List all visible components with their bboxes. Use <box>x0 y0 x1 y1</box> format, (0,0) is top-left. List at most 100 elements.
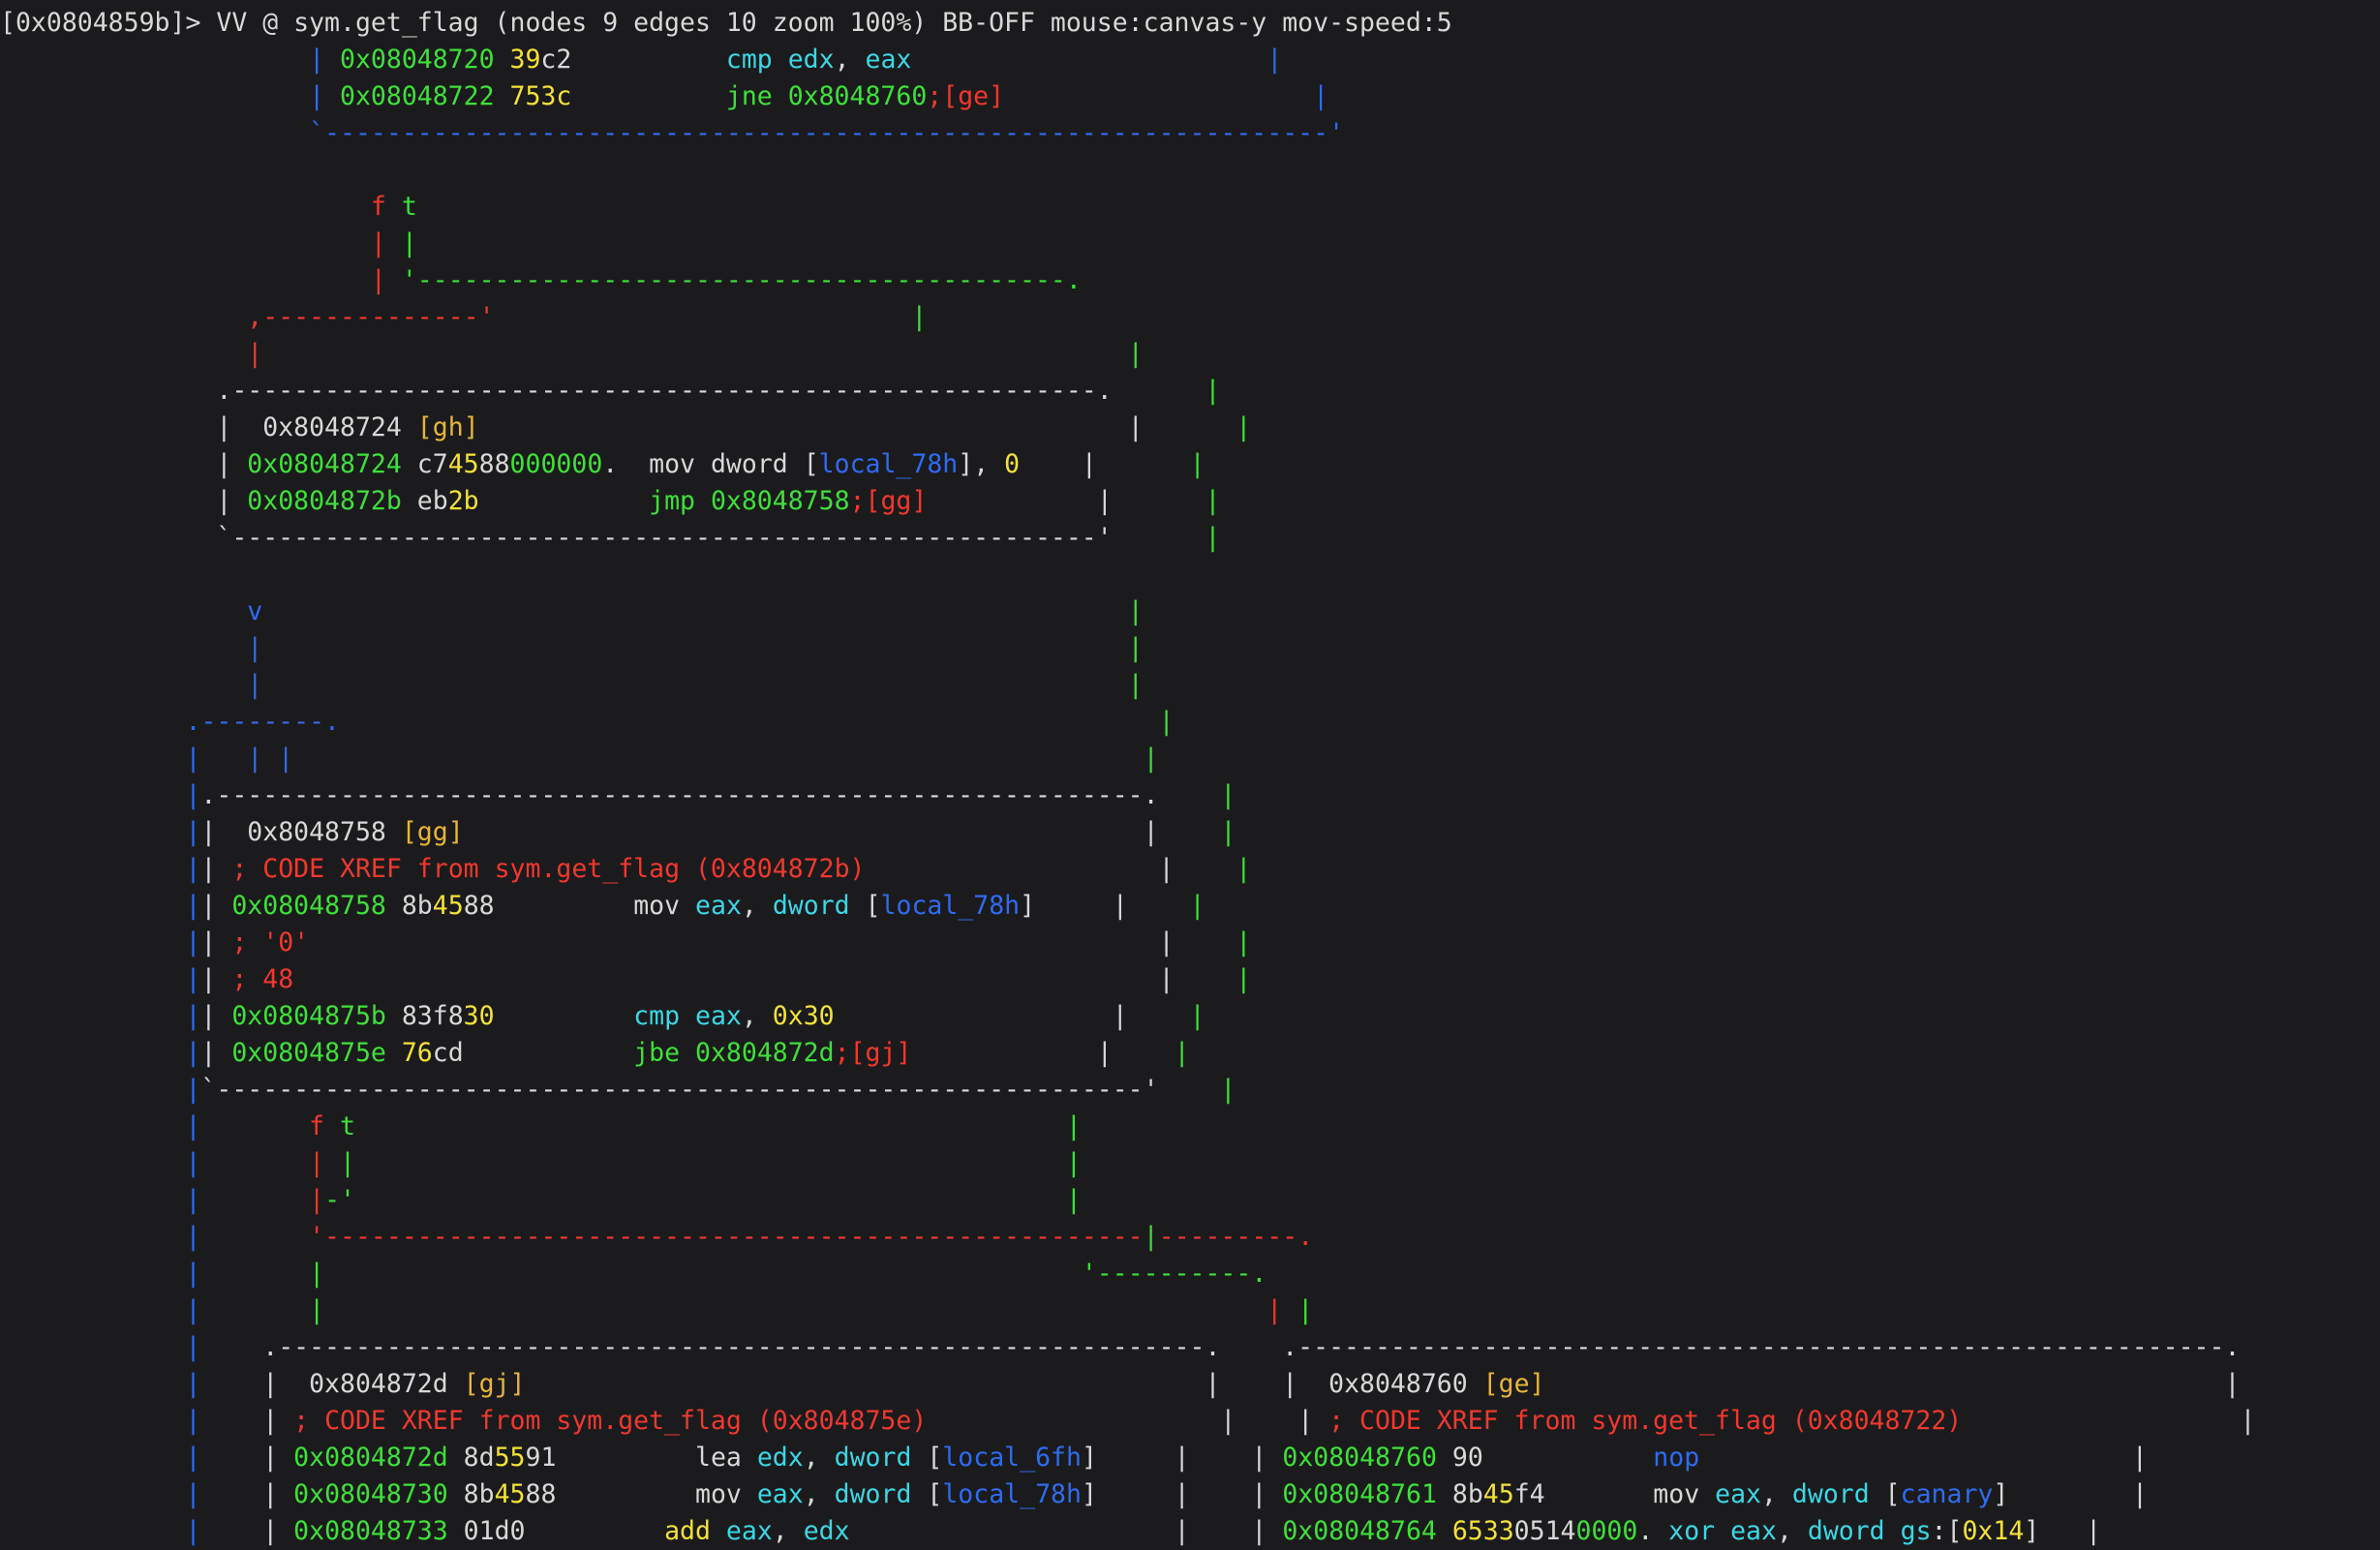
text-segment: 0x08048730 <box>293 1479 464 1509</box>
graph-line: `---------------------------------------… <box>0 520 1220 557</box>
text-segment <box>464 1038 634 1068</box>
text-segment: | <box>1236 854 1252 884</box>
graph-line: | | 0x804872d [gj] | | 0x8048760 [ge] | <box>0 1366 2240 1403</box>
text-segment: | <box>1236 412 1252 442</box>
graph-line: `---------------------------------------… <box>0 115 1344 152</box>
text-segment: 45 <box>1482 1479 1514 1509</box>
graph-line: | |-' | <box>0 1182 1081 1219</box>
graph-line: | | ; CODE XREF from sym.get_flag (0x804… <box>0 1403 2255 1440</box>
text-segment: | <box>0 670 263 700</box>
text-segment: [ <box>849 891 881 921</box>
graph-line: |`--------------------------------------… <box>0 1072 1236 1109</box>
text-segment: | <box>0 1148 201 1178</box>
text-segment: 753c <box>509 81 572 111</box>
text-segment: | <box>1297 1295 1314 1325</box>
graph-line: || 0x08048758 8b4588 mov eax, dword [loc… <box>0 888 1205 925</box>
graph-line: | 0x8048724 [gh] | | <box>0 410 1251 446</box>
text-segment: dword <box>834 1479 912 1509</box>
text-segment: | <box>1205 376 1221 406</box>
text-segment: | | | <box>0 744 294 774</box>
text-segment: eb <box>416 486 448 516</box>
text-segment: 83f8 <box>401 1001 464 1031</box>
text-segment: | <box>200 1148 341 1178</box>
text-segment: | <box>1189 1001 1205 1031</box>
text-segment: | <box>0 81 340 111</box>
text-segment: '----------. <box>1081 1259 1267 1289</box>
text-segment: eax <box>865 45 912 75</box>
graph-line: | 0x08048720 39c2 cmp edx, eax | <box>0 42 1282 78</box>
text-segment: | <box>0 927 201 957</box>
graph-line: | | <box>0 630 1143 667</box>
text-segment: [ <box>1869 1479 1901 1509</box>
graph-line: | | <box>0 336 1143 373</box>
text-segment: | <box>200 854 232 884</box>
text-segment: | <box>1189 891 1205 921</box>
text-segment: 88 <box>463 891 495 921</box>
text-segment: | <box>0 1001 201 1031</box>
text-segment: eax <box>695 891 742 921</box>
text-segment: | <box>200 1516 294 1546</box>
text-segment: | <box>865 854 1236 884</box>
text-segment: f <box>0 192 402 222</box>
text-segment: | <box>200 1001 232 1031</box>
text-segment: :[ <box>1931 1516 1963 1546</box>
text-segment: ] | | <box>1081 1479 1283 1509</box>
text-segment: | <box>0 265 402 295</box>
text-segment: cd <box>432 1038 464 1068</box>
text-segment: ] | <box>2024 1516 2102 1546</box>
text-segment: 01d0 <box>463 1516 526 1546</box>
text-segment: | <box>0 1369 201 1399</box>
text-segment: ] | | <box>1081 1443 1283 1473</box>
text-segment: | <box>1158 707 1175 737</box>
text-segment: ;[gj] <box>834 1038 912 1068</box>
text-segment: mov <box>1544 1479 1716 1509</box>
text-segment: ] | <box>1993 1479 2148 1509</box>
text-segment: eax <box>1715 1479 1761 1509</box>
text-segment: 2b <box>447 486 479 516</box>
text-segment: canary <box>1900 1479 1994 1509</box>
text-segment: eax <box>725 1516 773 1546</box>
text-segment: f4 <box>1513 1479 1545 1509</box>
text-segment: 88 <box>478 449 510 479</box>
text-segment: 91 <box>525 1443 557 1473</box>
prompt-line: [0x0804859b]> VV @ sym.get_flag (nodes 9… <box>0 5 1452 42</box>
text-segment <box>262 339 1127 369</box>
text-segment: | <box>927 486 1205 516</box>
text-segment: 0x08048761 <box>1282 1479 1452 1509</box>
text-segment: dword <box>1807 1516 1885 1546</box>
text-segment: | <box>1127 596 1144 626</box>
text-segment: lea <box>556 1443 757 1473</box>
graph-line: .--------. | <box>0 704 1175 741</box>
graph-line: |.--------------------------------------… <box>0 777 1236 814</box>
text-segment: | <box>200 927 232 957</box>
text-segment: | <box>0 449 248 479</box>
text-segment <box>262 670 1127 700</box>
text-segment: | <box>0 964 201 994</box>
text-segment: dword <box>834 1443 912 1473</box>
text-segment: 0x08048764 <box>1282 1516 1452 1546</box>
text-segment: [gh] <box>416 412 479 442</box>
text-segment: ,--------------' <box>0 302 495 332</box>
text-segment: 0x0804875b <box>231 1001 402 1031</box>
graph-line: || ; CODE XREF from sym.get_flag (0x8048… <box>0 851 1251 888</box>
text-segment: | <box>0 1295 201 1325</box>
text-segment <box>571 45 726 75</box>
text-segment: ; '0' <box>231 927 310 957</box>
text-segment: | <box>0 1479 201 1509</box>
text-segment: | <box>1205 523 1221 553</box>
text-segment: | <box>1699 1443 2148 1473</box>
text-segment: | <box>309 927 1236 957</box>
text-segment: , <box>741 1001 773 1031</box>
text-segment <box>911 45 1266 75</box>
text-segment: | <box>1174 1038 1190 1068</box>
text-segment: | <box>340 1148 355 1178</box>
text-segment <box>355 1111 1066 1141</box>
text-segment: | <box>834 1001 1190 1031</box>
text-segment: cmp edx <box>725 45 835 75</box>
text-segment: , <box>1776 1516 1808 1546</box>
text-segment: 8b <box>1451 1479 1483 1509</box>
text-segment: eax <box>756 1479 804 1509</box>
text-segment: 0x0804872b <box>247 486 417 516</box>
text-segment: | <box>478 412 1236 442</box>
text-segment: `---------------------------------------… <box>0 523 1205 553</box>
